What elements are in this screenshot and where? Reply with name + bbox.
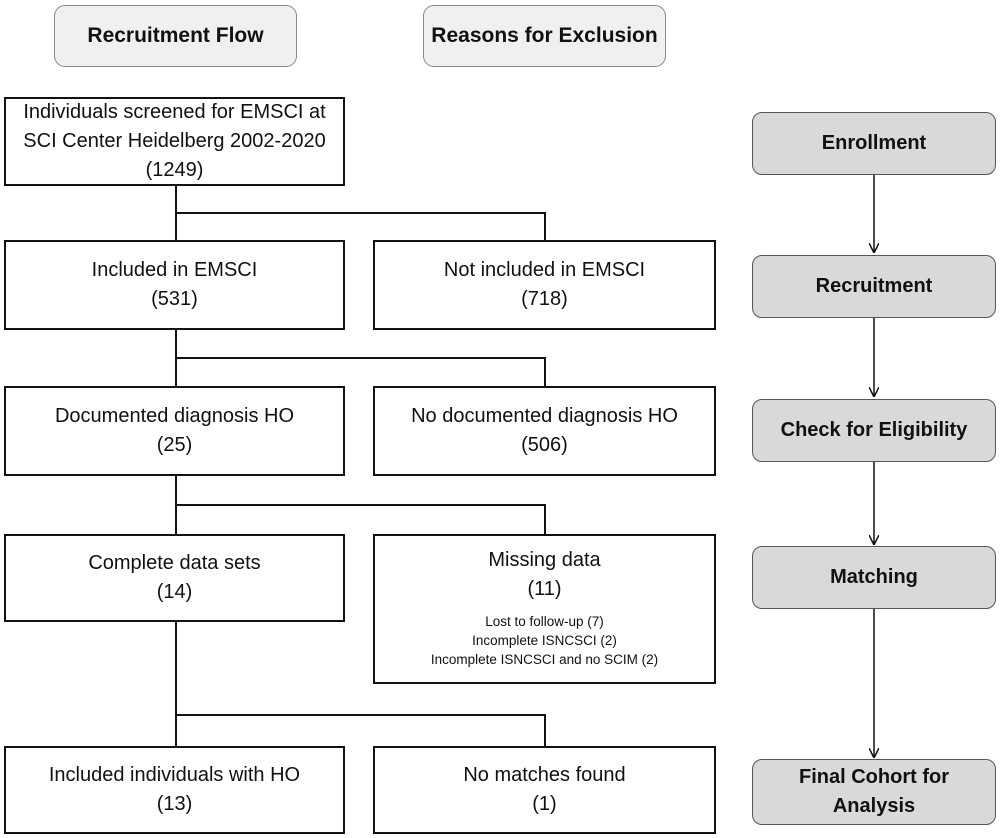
missing-data-detail: Lost to follow-up (7) (485, 614, 604, 629)
box-included-ho: Included individuals with HO (13) (4, 746, 345, 834)
complete-data-label: Complete data sets (88, 552, 261, 574)
screened-count: (1249) (145, 159, 204, 181)
no-documented-ho-label: No documented diagnosis HO (411, 405, 678, 427)
stage-matching: Matching (752, 546, 996, 609)
header-recruitment-flow: Recruitment Flow (54, 5, 297, 67)
screened-line1: Individuals screened for EMSCI at (23, 101, 326, 123)
stage-recruitment-label: Recruitment (815, 275, 933, 297)
connector-screened-branch (176, 212, 546, 240)
stage-eligibility: Check for Eligibility (752, 399, 996, 462)
connector-included-branch (176, 357, 546, 386)
missing-data-label: Missing data (488, 549, 601, 571)
no-matches-label: No matches found (463, 764, 626, 786)
screened-line2: SCI Center Heidelberg 2002-2020 (23, 130, 326, 152)
stage-recruitment: Recruitment (752, 255, 996, 318)
stage-final-line1: Final Cohort for (799, 766, 949, 788)
missing-data-detail: Incomplete ISNCSCI (2) (472, 633, 617, 648)
box-no-matches: No matches found (1) (373, 746, 716, 834)
box-missing-data: Missing data (11) Lost to follow-up (7) … (373, 534, 716, 684)
connector-documented-branch (176, 504, 546, 534)
included-emsci-count: (531) (151, 288, 198, 310)
stage-enrollment: Enrollment (752, 112, 996, 175)
stage-final-line2: Analysis (832, 795, 916, 817)
missing-data-detail: Incomplete ISNCSCI and no SCIM (2) (430, 652, 659, 667)
included-emsci-label: Included in EMSCI (91, 259, 258, 281)
included-ho-label: Included individuals with HO (48, 764, 301, 786)
box-not-included-emsci: Not included in EMSCI (718) (373, 240, 716, 330)
stage-eligibility-label: Check for Eligibility (780, 419, 968, 441)
box-complete-data: Complete data sets (14) (4, 534, 345, 622)
box-documented-ho: Documented diagnosis HO (25) (4, 386, 345, 476)
header-reasons-for-exclusion: Reasons for Exclusion (423, 5, 666, 67)
documented-ho-label: Documented diagnosis HO (54, 405, 294, 427)
not-included-emsci-count: (718) (521, 288, 568, 310)
stage-final-cohort: Final Cohort for Analysis (752, 759, 996, 825)
documented-ho-count: (25) (156, 434, 193, 456)
box-included-emsci: Included in EMSCI (531) (4, 240, 345, 330)
stage-enrollment-label: Enrollment (821, 132, 927, 154)
no-matches-count: (1) (532, 793, 557, 815)
box-screened: Individuals screened for EMSCI at SCI Ce… (4, 97, 345, 186)
no-documented-ho-count: (506) (521, 434, 568, 456)
stage-matching-label: Matching (830, 566, 918, 588)
included-ho-count: (13) (156, 793, 193, 815)
missing-data-count: (11) (527, 578, 562, 600)
complete-data-count: (14) (156, 581, 193, 603)
box-no-documented-ho: No documented diagnosis HO (506) (373, 386, 716, 476)
connector-complete-branch (176, 714, 546, 746)
not-included-emsci-label: Not included in EMSCI (443, 259, 646, 281)
